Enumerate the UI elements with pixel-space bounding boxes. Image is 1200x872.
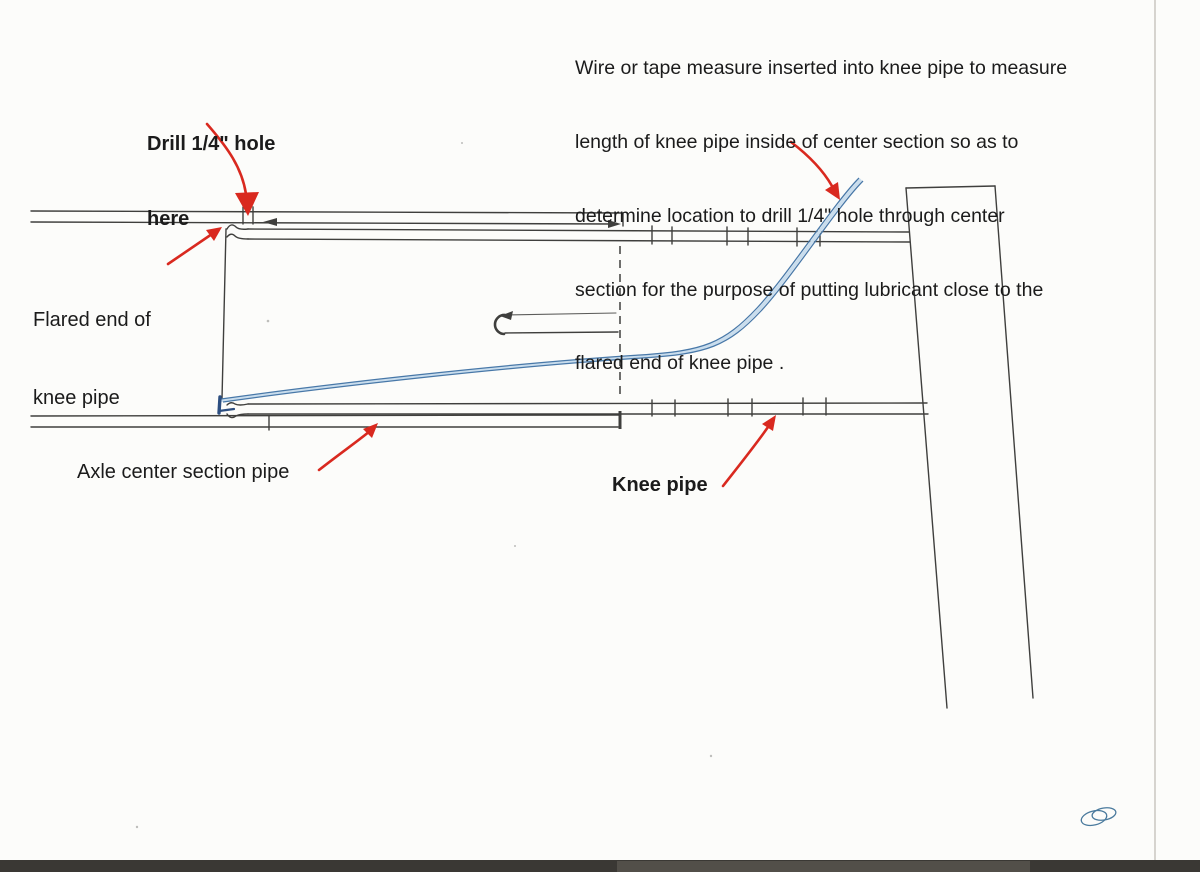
wire-note-arrowhead-icon (825, 182, 840, 200)
flared-end-label-line: Flared end of (33, 309, 151, 331)
flare-bottom-upper (226, 402, 249, 406)
flared-end-label: Flared end of knee pipe (33, 255, 151, 463)
hook-bottom-line (504, 331, 619, 334)
wire-hook-foot (217, 407, 236, 413)
axle-pipe-arrowhead-icon (363, 423, 378, 438)
flared-end-of-knee-pipe (226, 224, 249, 419)
axle-center-section-label: Axle center section pipe (77, 461, 290, 483)
flare-top-upper (226, 224, 249, 230)
knee-pipe-label: Knee pipe (612, 474, 708, 496)
dust-speck (514, 545, 516, 547)
beam-right-edge (994, 185, 1034, 699)
knee-pipe-top-lower-line (247, 238, 911, 243)
wire-lower-edge (222, 180, 864, 403)
knee-pipe-bottom-seam-ticks (651, 397, 827, 417)
pen-scribble (1080, 807, 1117, 827)
knee-pipe-arrow (721, 425, 770, 488)
scribble-loop-1 (1080, 809, 1108, 827)
center-section-bottom-wall (30, 414, 621, 417)
dust-speck (709, 754, 713, 758)
wire-note-arrow (789, 140, 834, 188)
measuring-wire (217, 177, 864, 415)
hook-arc (493, 313, 507, 336)
wire-note-text: Wire or tape measure inserted into knee … (575, 7, 1067, 425)
center-section-top-wall (30, 210, 624, 227)
wire-note-line: flared end of knee pipe . (575, 352, 785, 375)
scan-bottom-strip-light (617, 861, 1030, 872)
wire-note-line: determine location to drill 1/4" hole th… (575, 204, 1005, 227)
drill-hole-label-line: here (147, 208, 190, 230)
axle-pipe-arrow (317, 429, 372, 472)
drill-hole-label-line: Drill 1/4" hole (147, 133, 276, 155)
dust-speck (266, 319, 270, 323)
drill-hole-label: Drill 1/4" hole here (147, 82, 275, 282)
beam-top-edge (905, 185, 996, 189)
dust-speck (135, 825, 139, 829)
spindle-beam (905, 185, 1034, 709)
tape-end-hook (493, 311, 619, 336)
drill-hole-arrow (205, 122, 248, 196)
flared-end-label-line: knee pipe (33, 387, 120, 409)
flare-top-lower (226, 233, 249, 240)
annotation-arrows (166, 122, 840, 488)
knee-pipe-open-end-line (221, 228, 227, 400)
flared-end-arrow (166, 232, 214, 266)
wire-upper-edge (220, 177, 860, 400)
flare-bottom-lower (226, 413, 249, 419)
scribble-loop-2 (1091, 807, 1117, 821)
flared-end-arrowhead-icon (206, 227, 222, 241)
knee-pipe-arrowhead-icon (762, 415, 776, 431)
dust-speck (461, 142, 463, 144)
wire-fill (220, 178, 863, 403)
wire-note-line: section for the purpose of putting lubri… (575, 278, 1044, 301)
axle-center-section-pipe (30, 206, 624, 431)
knee-pipe-top-upper-line (247, 228, 910, 233)
knee-pipe-top-seam-ticks (651, 225, 821, 247)
right-arrowhead-icon (608, 220, 621, 228)
hook-arrowhead-icon (500, 311, 513, 320)
knee-pipe (221, 224, 929, 419)
wire-note-line: Wire or tape measure inserted into knee … (575, 57, 1068, 80)
drill-hole-arrowhead-icon (235, 192, 259, 216)
knee-pipe-bottom-upper-line (247, 402, 928, 405)
drill-hole-marks (242, 206, 254, 225)
wire-note-line: length of knee pipe inside of center sec… (575, 130, 1019, 153)
center-section-top-inner-line (30, 221, 618, 225)
beam-left-edge (905, 187, 948, 709)
left-arrowhead-icon (263, 218, 277, 226)
hook-top-line (505, 312, 617, 316)
